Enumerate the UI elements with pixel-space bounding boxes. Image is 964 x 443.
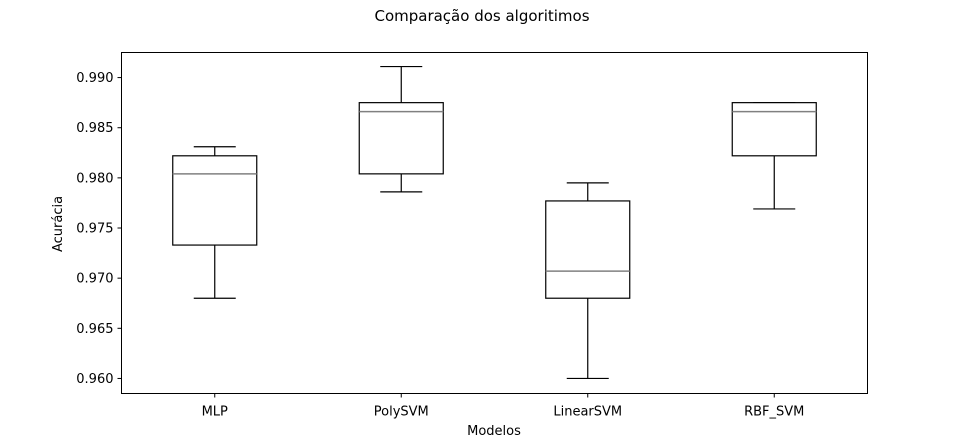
y-tick-label: 0.985	[76, 121, 113, 136]
box-iqr	[731, 102, 817, 157]
y-tick-label: 0.960	[76, 372, 113, 387]
box-iqr	[358, 102, 444, 175]
y-tick-label: 0.970	[76, 272, 113, 287]
box-iqr	[545, 200, 631, 299]
x-tick-label: MLP	[202, 405, 228, 420]
x-tick-label: PolySVM	[374, 405, 429, 420]
x-tick-label: RBF_SVM	[744, 405, 804, 420]
plot-area-frame	[121, 52, 868, 394]
y-tick-label: 0.980	[76, 171, 113, 186]
x-tick-label: LinearSVM	[553, 405, 622, 420]
y-axis-label: Acurácia	[51, 196, 66, 252]
chart-title: Comparação dos algoritimos	[374, 7, 589, 25]
x-axis-label: Modelos	[467, 424, 521, 439]
y-tick-label: 0.990	[76, 71, 113, 86]
y-tick-label: 0.965	[76, 322, 113, 337]
y-tick-label: 0.975	[76, 222, 113, 237]
box-iqr	[172, 155, 258, 246]
